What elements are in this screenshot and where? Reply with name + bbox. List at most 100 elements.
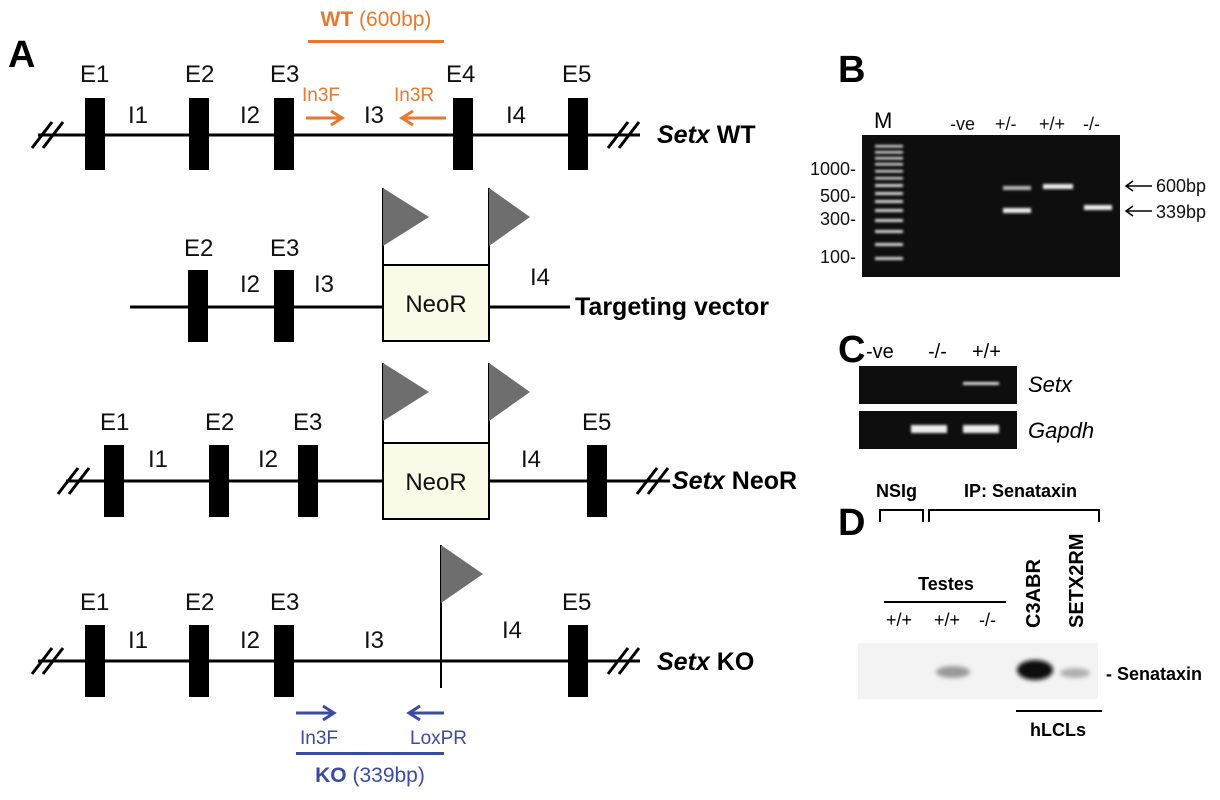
neo-intron-label: I4 — [521, 446, 541, 473]
ko-exon-label: E5 — [562, 589, 591, 616]
rt-band-gapdh-ko — [911, 425, 947, 433]
tv-intron-label: I3 — [314, 271, 334, 298]
panel-c-rt-pcr: C -ve -/- +/+ Setx Gapdh — [838, 329, 1094, 449]
primer-forward-arrow-icon — [306, 109, 345, 127]
gel-lane-label: +/- — [995, 114, 1017, 134]
wt-intron-label: I2 — [240, 102, 260, 129]
cell-line-label: C3ABR — [1023, 559, 1045, 628]
primer-in3f-ko-label: In3F — [300, 728, 338, 749]
ko-exon-label: E2 — [185, 589, 214, 616]
ladder-band — [875, 257, 903, 260]
ladder-band — [875, 184, 903, 187]
wt-intron-label: I4 — [506, 102, 526, 129]
cell-line-label: SETX2RM — [1066, 534, 1088, 628]
tv-exon-2 — [188, 270, 208, 342]
neo-intron-label: I1 — [148, 446, 168, 473]
neo-exon-label: E5 — [582, 409, 611, 436]
wt-exon-label: E1 — [80, 61, 109, 88]
blot-band-c3abr — [1017, 660, 1053, 680]
gel-band-339bp-het — [1003, 208, 1031, 213]
neo-exon-2 — [209, 445, 229, 517]
ladder-band — [875, 157, 903, 160]
neo-exon-label: E2 — [205, 409, 234, 436]
panel-b-pcr-gel: B M -ve +/- +/+ -/- 1000- 500- 300- — [810, 49, 1206, 277]
neo-exon-label: E1 — [100, 409, 129, 436]
primer-in3f-label: In3F — [302, 85, 340, 106]
ladder-band — [875, 209, 903, 212]
ko-exon-3 — [274, 625, 294, 697]
targeting-vector-label: Targeting vector — [575, 293, 769, 321]
ko-intron-label: I3 — [364, 627, 384, 654]
rt-lane-label: +/+ — [972, 341, 1001, 363]
senataxin-band-label: - Senataxin — [1106, 664, 1202, 684]
testes-label: Testes — [918, 574, 974, 594]
ladder-band — [875, 230, 903, 233]
ladder-size-label: 1000- — [810, 159, 856, 179]
nsig-label: NSIg — [876, 481, 917, 501]
wt-break-left-icon — [30, 121, 65, 149]
blot-band-testes-wt — [936, 666, 970, 678]
wt-intron-label: I3 — [364, 102, 384, 129]
panel-b-label: B — [838, 49, 865, 91]
rt-lane-label: -/- — [928, 341, 947, 363]
neo-break-left-icon — [56, 467, 91, 495]
setx-neor-label: Setx NeoR — [672, 467, 797, 495]
neo-intron-label: I2 — [258, 446, 278, 473]
ladder-size-label: 300- — [820, 209, 856, 229]
gel-lane-label: -/- — [1083, 114, 1100, 134]
loxp-flag-icon — [489, 188, 530, 246]
blot-genotype-label: +/+ — [934, 610, 960, 630]
neo-exon-label: E3 — [293, 409, 322, 436]
blot-image — [858, 643, 1098, 699]
ladder-band — [875, 151, 903, 154]
wt-exon-2 — [189, 98, 209, 170]
ladder-band — [875, 177, 903, 180]
blot-genotype-label: +/+ — [886, 610, 912, 630]
primer-loxpr-label: LoxPR — [410, 728, 467, 749]
size-pointer-arrow-icon — [1124, 205, 1152, 217]
blot-genotype-label: -/- — [979, 610, 996, 630]
tv-intron-label: I2 — [240, 271, 260, 298]
wt-exon-5 — [568, 98, 588, 170]
wt-amplicon-label: WT (600bp) — [321, 8, 432, 31]
ko-amplicon-line — [296, 752, 444, 755]
size-pointer-arrow-icon — [1124, 180, 1152, 192]
ip-bracket — [928, 509, 1100, 522]
band-size-label: 600bp — [1156, 176, 1206, 196]
gel-lane-label: -ve — [950, 114, 975, 134]
ko-intron-label: I4 — [502, 617, 522, 644]
neo-neor-label: NeoR — [405, 469, 466, 496]
ladder-band — [875, 219, 903, 222]
ko-exon-1 — [85, 625, 105, 697]
loxp-flag-icon — [441, 545, 483, 603]
tv-neor-cassette — [382, 264, 490, 342]
tv-exon-label: E3 — [270, 235, 299, 262]
gel-lane-label: +/+ — [1039, 114, 1065, 134]
wt-exon-4 — [453, 98, 473, 170]
ko-primer-reverse-arrow-icon — [406, 704, 444, 722]
panel-a-label: A — [8, 34, 35, 76]
tv-intron-label: I4 — [530, 264, 550, 291]
wt-break-right-icon — [606, 121, 641, 149]
primer-reverse-arrow-icon — [399, 109, 446, 127]
setx-wt-allele: E1 E2 E3 E4 E5 I1 I2 I3 I4 In3F In3R Set… — [30, 61, 756, 170]
ladder-band — [875, 145, 903, 148]
ko-amplicon-label: KO (339bp) — [315, 764, 425, 787]
ladder-band — [875, 243, 903, 246]
gel-lane-label-marker: M — [874, 108, 892, 133]
wt-exon-label: E4 — [446, 61, 475, 88]
band-size-label: 339bp — [1156, 202, 1206, 222]
wt-exon-1 — [85, 98, 105, 170]
targeting-vector: E2 E3 I2 I3 I4 NeoR Targeting vector — [130, 188, 769, 342]
setx-ko-allele: E1 E2 E3 E5 I1 I2 I3 I4 In3F LoxPR KO (3… — [30, 545, 754, 787]
neo-exon-3 — [298, 445, 318, 517]
neo-exon-5 — [587, 445, 607, 517]
ko-exon-5 — [568, 625, 588, 697]
ko-break-right-icon — [606, 647, 641, 675]
blot-band-setx2rm — [1060, 668, 1090, 678]
tv-neor-label: NeoR — [405, 291, 466, 318]
panel-c-label: C — [838, 329, 865, 371]
setx-wt-label: Setx WT — [657, 121, 756, 149]
ladder-band — [875, 192, 903, 195]
